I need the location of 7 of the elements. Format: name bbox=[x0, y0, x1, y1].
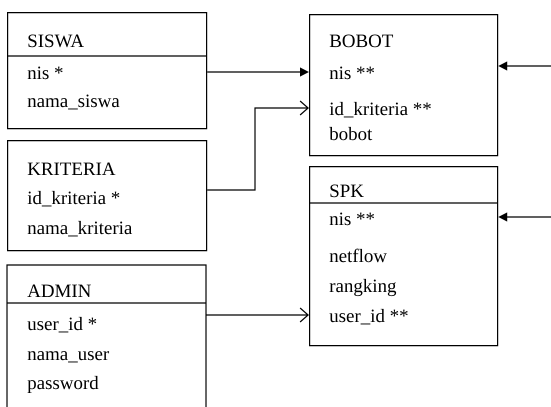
arrow bbox=[207, 100, 309, 191]
entity-box: SISWA nis * nama_siswa bbox=[7, 12, 208, 130]
entity-box: ADMIN user_id * nama_user password bbox=[6, 264, 207, 407]
arrow bbox=[206, 308, 309, 322]
entity-box: BOBOT nis ** id_kriteria ** bobot bbox=[309, 14, 498, 156]
entity-box: SPK nis ** netflow rangking user_id ** bbox=[309, 166, 498, 346]
entity-box: KRITERIA id_kriteria * nama_kriteria bbox=[7, 140, 208, 252]
